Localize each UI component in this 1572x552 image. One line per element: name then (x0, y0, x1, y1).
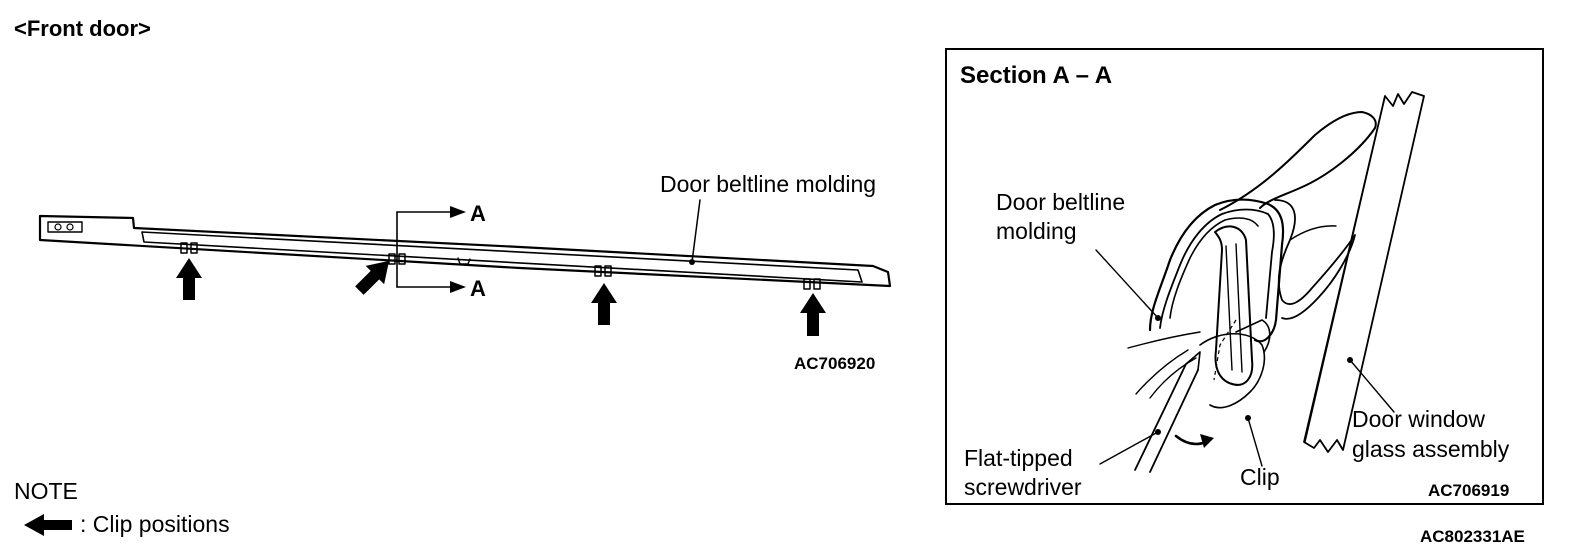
glass-label-line2: glass assembly (1352, 436, 1510, 462)
leader-screwdriver (1099, 431, 1159, 465)
molding-side-view: A A Door beltline molding AC706920 (38, 171, 892, 373)
seal-lower-lip (1274, 199, 1356, 320)
clip-position-arrow-icon (591, 283, 617, 325)
leader-clip (1247, 417, 1263, 467)
figure-code-section: AC706919 (1428, 481, 1509, 500)
leader-glass (1349, 359, 1395, 413)
clip-position-arrow-icon (355, 260, 390, 295)
screwdriver-label-line2: screwdriver (964, 474, 1082, 500)
clip-position-arrow-icon (800, 293, 826, 336)
molding-inner-line (141, 231, 863, 283)
section-molding-label-line1: Door beltline (996, 189, 1125, 215)
clip (1214, 225, 1254, 386)
section-cut-line (396, 206, 466, 293)
clip-label: Clip (1240, 464, 1280, 490)
end-cap-hole (54, 223, 62, 231)
molding-shell (1148, 198, 1285, 343)
molding-notch (457, 257, 471, 265)
note-legend-text: : Clip positions (80, 511, 230, 537)
page-title: <Front door> (14, 16, 151, 41)
motion-arrow-head (1200, 434, 1214, 448)
clip-position-arrow-icon (176, 258, 202, 300)
note-heading: NOTE (14, 478, 78, 504)
section-molding-label-line2: molding (996, 218, 1077, 244)
leader-dot (1155, 429, 1161, 435)
section-cross-view (1095, 91, 1425, 473)
section-heading: Section A – A (960, 62, 1112, 89)
leader-dot (1245, 415, 1251, 421)
leader-dot (1155, 315, 1161, 321)
clip-mark (594, 265, 612, 277)
trim-strand (1127, 331, 1201, 349)
window-glass (1303, 91, 1425, 453)
screwdriver-shaft (1134, 363, 1187, 471)
end-cap-hole (66, 223, 74, 231)
glass-label-line1: Door window (1352, 406, 1485, 432)
molding-label: Door beltline molding (660, 171, 876, 197)
clip-mark (388, 253, 406, 265)
leader-dot (1347, 357, 1353, 363)
trim-strand (1135, 349, 1189, 395)
clip-mark (803, 278, 821, 290)
section-mark-bottom: A (470, 276, 486, 301)
figure-code-left: AC706920 (794, 354, 875, 373)
clip-mark (180, 242, 198, 254)
trim-strand (1149, 357, 1197, 399)
molding-end-cap (47, 221, 83, 233)
leader-dot (689, 259, 695, 265)
molding-leader-line (691, 199, 701, 263)
section-view-frame (945, 48, 1544, 505)
seal-lip (1219, 111, 1377, 211)
clip-hidden-line (1213, 319, 1237, 381)
black-arrow-icon (24, 514, 72, 536)
molding-outline (38, 214, 892, 288)
screwdriver-label-line1: Flat-tipped (964, 445, 1073, 471)
leader-molding (1095, 249, 1159, 319)
figure-code-main: AC802331AE (1420, 527, 1525, 546)
section-mark-top: A (470, 201, 486, 226)
